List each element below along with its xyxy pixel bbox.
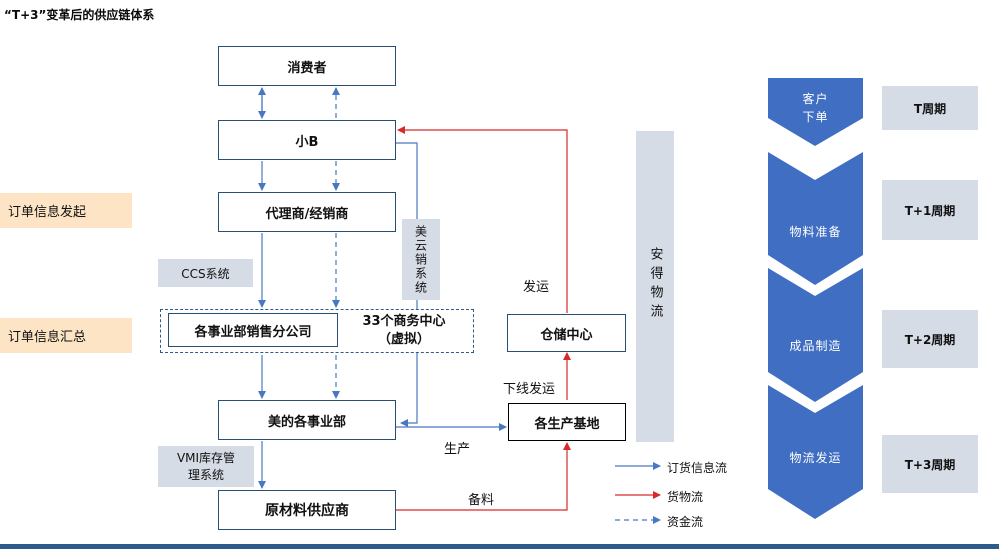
business-center-line1: 33个商务中心: [362, 314, 446, 329]
legend-goods-flow: 货物流: [667, 490, 704, 504]
business-center-node: 33个商务中心 （虚拟）: [344, 313, 464, 351]
period-t: T周期: [882, 86, 978, 130]
anlogistics-label: 安得物流: [636, 131, 674, 442]
warehouse-node: 仓储中心: [507, 314, 626, 352]
business-center-line2: （虚拟）: [377, 332, 430, 347]
stage-1-label: 客户 下单: [768, 88, 863, 128]
legend-order-flow: 订货信息流: [667, 461, 728, 475]
bottom-rule: [0, 544, 999, 549]
timeline-chevrons: [768, 78, 863, 519]
legend-fund-flow: 资金流: [667, 515, 704, 529]
ccs-system-label: CCS系统: [158, 259, 253, 287]
midea-division-node: 美的各事业部: [218, 400, 396, 440]
chevron-4: [768, 385, 863, 519]
chevron-2: [768, 152, 863, 285]
chevron-1: [768, 78, 863, 146]
legend-lines: [615, 462, 661, 524]
production-base-node: 各生产基地: [508, 403, 626, 441]
vmi-line1: VMI库存管: [176, 450, 236, 465]
small-b-node: 小B: [218, 120, 396, 160]
stage-1-line1: 客户: [802, 92, 829, 106]
period-t3: T+3周期: [882, 435, 978, 493]
order-summary-label: 订单信息汇总: [0, 318, 132, 353]
ship-label: 发运: [523, 280, 550, 295]
anlogistics-text: 安得物流: [647, 247, 663, 323]
stage-1-line2: 下单: [802, 110, 829, 124]
consumer-node: 消费者: [218, 46, 396, 86]
stage-4-label: 物流发运: [789, 451, 842, 465]
chevron-3: [768, 268, 863, 402]
stage-2-label: 物料准备: [789, 225, 842, 239]
offline-ship-label: 下线发运: [503, 382, 556, 397]
period-t1: T+1周期: [882, 180, 978, 240]
branch-node: 各事业部销售分公司: [168, 313, 338, 347]
period-t2: T+2周期: [882, 310, 978, 368]
goods-flow-arrows: [396, 126, 571, 511]
meiyunxiao-label: 美云销系统: [402, 219, 440, 300]
stage-3-label: 成品制造: [789, 339, 842, 353]
page-title: “T+3”变革后的供应链体系: [4, 8, 155, 22]
vmi-system-label: VMI库存管 理系统: [158, 446, 254, 487]
supplier-node: 原材料供应商: [218, 490, 396, 530]
produce-label: 生产: [444, 442, 471, 457]
order-initiate-label: 订单信息发起: [0, 193, 132, 228]
agent-node: 代理商/经销商: [218, 192, 396, 232]
vmi-line2: 理系统: [187, 467, 224, 482]
material-label: 备料: [468, 493, 495, 508]
